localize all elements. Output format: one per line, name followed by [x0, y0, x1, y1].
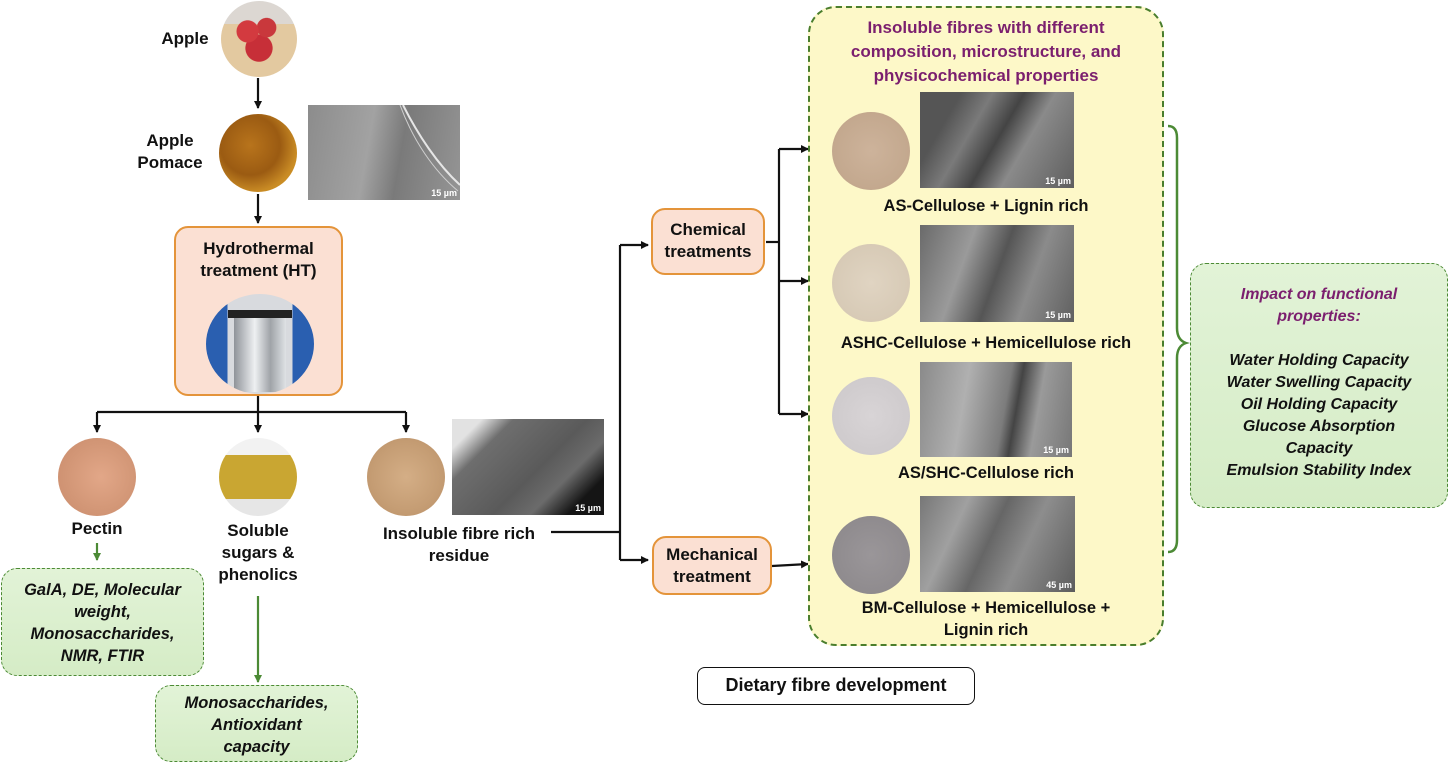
apple-photo [221, 1, 297, 77]
ashc-fibre-sem-image: 15 µm [920, 225, 1074, 322]
note-line: NMR, FTIR [60, 647, 145, 665]
functional-property-item: Capacity [1285, 440, 1353, 457]
scale-bar-label: 45 µm [1046, 580, 1072, 590]
hydrothermal-treatment-box: Hydrothermal treatment (HT) [174, 226, 343, 396]
functional-title-line: properties: [1277, 308, 1361, 325]
soluble-sugars-label: Soluble sugars & phenolics [198, 520, 318, 586]
soluble-sugars-photo [219, 438, 297, 516]
pomace-label-line2: Pomace [137, 153, 203, 172]
title-line: composition, microstructure, and [850, 42, 1122, 61]
note-line: Antioxidant [211, 716, 302, 734]
label-line: treatments [664, 242, 752, 261]
label-line: treatment [673, 567, 751, 586]
label-line: Chemical [670, 220, 746, 239]
label-line: Insoluble fibre rich [382, 524, 536, 543]
functional-title-line: Impact on functional [1240, 286, 1398, 303]
ashc-fibre-photo [832, 244, 910, 322]
hydrothermal-label-line2: treatment (HT) [200, 261, 317, 280]
pomace-label: Apple Pomace [120, 130, 220, 174]
scale-bar-label: 15 µm [431, 188, 457, 198]
hydrothermal-label-line1: Hydrothermal [203, 239, 314, 258]
apple-label: Apple [161, 29, 209, 48]
label-line: sugars & [221, 543, 295, 562]
pectin-analysis-note: GalA, DE, Molecular weight, Monosacchari… [1, 568, 204, 676]
mechanical-treatment-box: Mechanical treatment [652, 536, 772, 595]
dietary-fibre-caption: Dietary fibre development [697, 667, 975, 705]
scale-bar-label: 15 µm [1045, 310, 1071, 320]
title-line: Insoluble fibres with different [867, 18, 1105, 37]
label-line: Mechanical [666, 545, 758, 564]
as-fibre-photo [832, 112, 910, 190]
label-line: BM-Cellulose + Hemicellulose + [861, 599, 1111, 617]
functional-property-item: Water Holding Capacity [1229, 352, 1409, 369]
chemical-treatments-label: Chemical treatments [653, 219, 763, 263]
label-line: Lignin rich [943, 621, 1029, 639]
pectin-photo [58, 438, 136, 516]
functional-property-item: Glucose Absorption [1242, 418, 1396, 435]
soluble-analysis-note: Monosaccharides, Antioxidant capacity [155, 685, 358, 762]
note-line: Monosaccharides, [30, 625, 175, 643]
functional-property-item: Water Swelling Capacity [1226, 374, 1412, 391]
note-line: GalA, DE, Molecular [24, 581, 181, 599]
pectin-label: Pectin [71, 519, 123, 538]
autoclave-photo [206, 294, 314, 394]
mechanical-treatment-label: Mechanical treatment [654, 544, 770, 588]
as-shc-fibre-sem-image: 15 µm [920, 362, 1072, 457]
note-line: weight, [74, 603, 131, 621]
as-shc-fibre-label: AS/SHC-Cellulose rich [897, 464, 1075, 482]
functional-properties-box: Impact on functional properties: Water H… [1190, 263, 1448, 508]
functional-property-item: Oil Holding Capacity [1240, 396, 1398, 413]
note-line: Monosaccharides, [184, 694, 329, 712]
scale-bar-label: 15 µm [575, 503, 601, 513]
bm-fibre-label: BM-Cellulose + Hemicellulose + Lignin ri… [812, 597, 1160, 641]
as-fibre-sem-image: 15 µm [920, 92, 1074, 188]
insoluble-residue-label: Insoluble fibre rich residue [366, 523, 552, 567]
as-fibre-label: AS-Cellulose + Lignin rich [883, 197, 1089, 215]
scale-bar-label: 15 µm [1045, 176, 1071, 186]
title-line: physicochemical properties [873, 66, 1099, 85]
as-shc-fibre-photo [832, 377, 910, 455]
label-line: Soluble [227, 521, 289, 540]
note-line: capacity [223, 738, 290, 756]
scale-bar-label: 15 µm [1043, 445, 1069, 455]
bm-fibre-sem-image: 45 µm [920, 496, 1075, 592]
ashc-fibre-label: ASHC-Cellulose + Hemicellulose rich [840, 334, 1132, 352]
insoluble-sem-image: 15 µm [452, 419, 604, 515]
chemical-treatments-box: Chemical treatments [651, 208, 765, 275]
pomace-photo [219, 114, 297, 192]
bm-fibre-photo [832, 516, 910, 594]
label-line: phenolics [218, 565, 298, 584]
functional-property-item: Emulsion Stability Index [1226, 462, 1412, 479]
fibre-panel-title: Insoluble fibres with different composit… [812, 16, 1160, 88]
insoluble-residue-photo [367, 438, 445, 516]
pomace-label-line1: Apple [146, 131, 194, 150]
hydrothermal-label: Hydrothermal treatment (HT) [176, 238, 341, 282]
pomace-sem-image: 15 µm [308, 105, 460, 200]
label-line: residue [428, 546, 490, 565]
